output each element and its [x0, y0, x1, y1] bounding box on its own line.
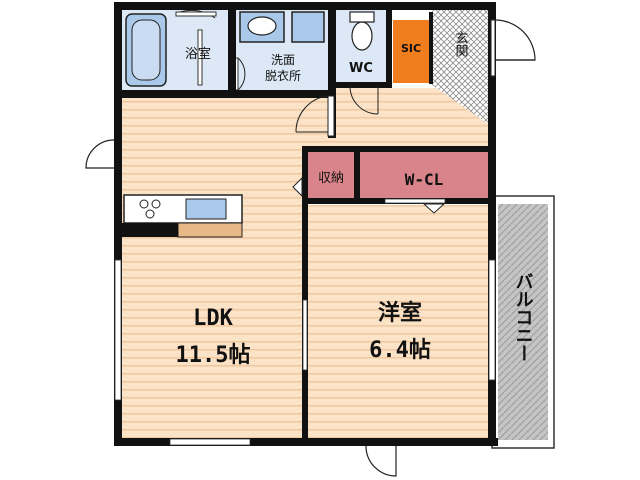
- ldk-floor: [120, 95, 302, 440]
- western-size-label: 6.4帖: [369, 338, 431, 363]
- storage-door-marker: [292, 176, 303, 198]
- entrance-label: 玄関: [453, 31, 469, 58]
- bath-rail: [175, 11, 217, 17]
- balcony-label: バルコニー: [513, 272, 534, 362]
- kitchen-sink: [185, 198, 227, 220]
- window-balcony: [488, 259, 496, 381]
- toilet-tank: [349, 11, 375, 23]
- kitchen-bar: [177, 222, 243, 238]
- bath-door-panel: [197, 29, 203, 86]
- window-bottom: [169, 438, 251, 446]
- washroom-label-line1: 洗面: [271, 53, 295, 67]
- shoe-closet-fill: [393, 20, 429, 83]
- side-door-arc: [85, 139, 115, 169]
- ldk-size-label: 11.5帖: [176, 343, 251, 368]
- stove-burner: [151, 199, 161, 209]
- wcl-door-marker: [422, 203, 446, 214]
- toilet-door-arc: [349, 85, 379, 115]
- stove-burner: [139, 199, 149, 209]
- entrance-step: [432, 8, 490, 125]
- balcony-floor: [498, 204, 548, 440]
- washroom-door-arc: [237, 57, 246, 91]
- wcl-label: W-CL: [405, 170, 444, 189]
- western-floor: [308, 205, 490, 440]
- front-door: [490, 19, 496, 77]
- front-door-arc: [494, 19, 536, 61]
- shoe-closet-label: SIC: [401, 42, 421, 55]
- sink-basin: [247, 16, 277, 36]
- toilet-label: WC: [349, 61, 373, 76]
- kitchen-wall-stub: [120, 223, 178, 237]
- wcl-fill: [360, 152, 488, 198]
- bottom-door-arc: [365, 445, 397, 477]
- toilet-bowl: [351, 21, 373, 51]
- window-left: [114, 259, 122, 401]
- sliding-door-ldk: [302, 299, 308, 371]
- bath-label: 浴室: [185, 46, 211, 62]
- ldk-door: [327, 95, 335, 137]
- stove-burner: [145, 209, 155, 219]
- bath-door-arc: [179, 9, 216, 19]
- washing-machine-pan: [291, 11, 325, 43]
- ldk-name-label: LDK: [193, 306, 233, 331]
- western-name-label: 洋室: [378, 300, 422, 326]
- walls: [114, 2, 498, 446]
- storage-fill: [307, 152, 355, 198]
- ldk-door-arc: [295, 95, 329, 133]
- bathtub-inner: [131, 19, 161, 81]
- storage-label: 収納: [318, 171, 344, 186]
- washroom-label-line2: 脱衣所: [265, 68, 301, 83]
- wcl-door: [384, 198, 446, 204]
